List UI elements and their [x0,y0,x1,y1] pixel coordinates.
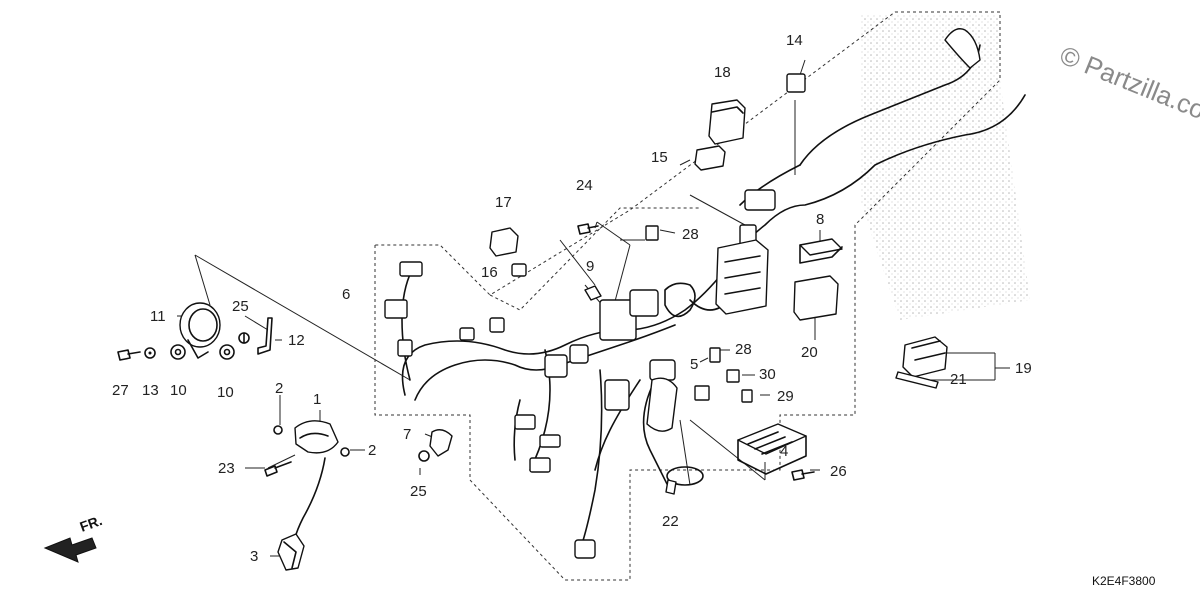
callout-19: 19 [1015,360,1032,377]
callout-13: 13 [142,382,159,399]
callout-8: 8 [816,211,824,228]
callout-18: 18 [714,64,731,81]
callouts: 1 2 2 3 4 5 6 7 8 9 10 10 11 12 13 14 15… [112,32,1032,565]
callout-28: 28 [735,341,752,358]
callout-20: 20 [801,344,818,361]
callout-10: 10 [217,384,234,401]
callout-23: 23 [218,460,235,477]
callout-3: 3 [250,548,258,565]
callout-30: 30 [759,366,776,383]
harness-outline [374,11,1001,581]
callout-11: 11 [150,308,166,325]
callout-14: 14 [786,32,803,49]
front-direction-arrow: FR. [43,512,105,563]
callout-29: 29 [777,388,794,405]
callout-25: 25 [232,298,249,315]
callout-22: 22 [662,513,679,530]
callout-16: 16 [481,264,498,281]
band-clamp-parts [418,429,704,495]
callout-24: 24 [576,177,593,194]
upper-harness-outline [489,207,700,311]
callout-6: 6 [342,286,350,303]
callout-2: 2 [368,442,376,459]
callout-10: 10 [170,382,187,399]
callout-15: 15 [651,149,668,166]
regulator-part [737,423,815,481]
callout-12: 12 [288,332,305,349]
ignition-coil-part [264,420,350,571]
horn-part [179,302,221,359]
shaded-region [860,15,1030,320]
callout-26: 26 [830,463,847,480]
callout-9: 9 [586,258,594,275]
watermark: © Partzilla.com [1056,40,1200,133]
callout-27: 27 [112,382,129,399]
fuse-box-parts [715,238,843,321]
callout-5: 5 [690,356,698,373]
horn-bracket [238,317,273,355]
switch-parts [895,336,948,389]
fuse-parts [577,223,753,403]
relay-parts [489,73,806,277]
harness-connectors [384,189,776,559]
horn-fasteners [117,344,235,361]
callout-2: 2 [275,380,283,397]
direction-label: FR. [78,512,105,535]
callout-17: 17 [495,194,512,211]
callout-21: 21 [950,371,967,388]
callout-7: 7 [403,426,411,443]
callout-1: 1 [313,391,321,408]
callout-25: 25 [410,483,427,500]
diagram-code: K2E4F3800 [1092,574,1156,588]
callout-28: 28 [682,226,699,243]
callout-4: 4 [780,443,788,460]
